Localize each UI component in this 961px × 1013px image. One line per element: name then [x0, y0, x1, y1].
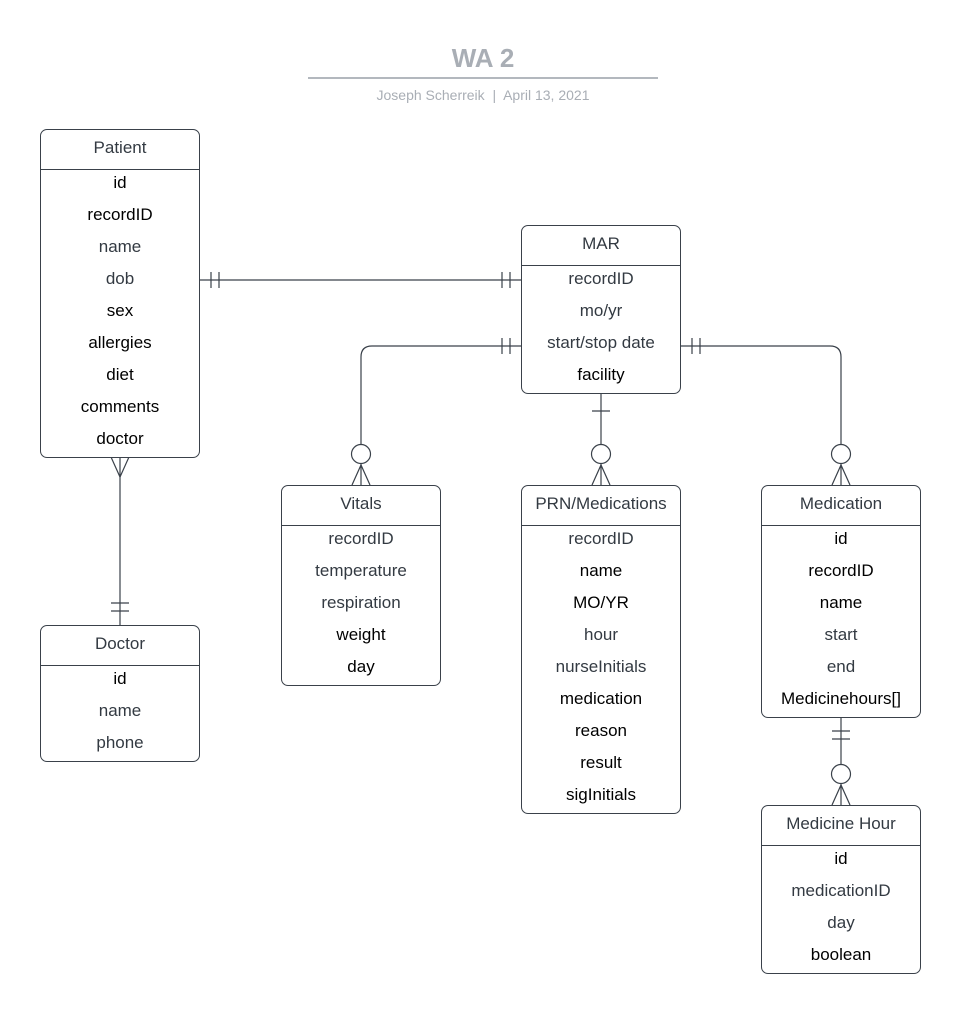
- entity-doctor: Doctor id name phone: [40, 625, 200, 762]
- entity-field: end: [826, 657, 856, 676]
- entity-field: day: [827, 913, 855, 932]
- entity-medicine-hour: Medicine Hour id medicationID day boolea…: [761, 805, 921, 974]
- entity-field: sigInitials: [566, 785, 636, 804]
- entity-field: start/stop date: [547, 333, 655, 352]
- entity-field: name: [98, 701, 142, 720]
- entity-field: recordID: [568, 529, 634, 548]
- entity-field: phone: [96, 733, 144, 752]
- entity-field: Medicinehours[]: [780, 689, 901, 708]
- entity-name: Medication: [762, 486, 920, 526]
- entity-field: recordID: [808, 561, 874, 580]
- entity-vitals: Vitals recordID temperature respiration …: [281, 485, 441, 686]
- entity-field: id: [113, 669, 127, 688]
- entity-field: recordID: [328, 529, 394, 548]
- patient-doctor-relationship: [110, 456, 130, 625]
- entity-field: reason: [575, 721, 627, 740]
- entity-field: id: [113, 173, 127, 192]
- diagram-subtitle: Joseph Scherreik | April 13, 2021: [376, 87, 590, 103]
- entity-field: doctor: [96, 429, 144, 448]
- entity-patient: Patient id recordID name dob sex allergi…: [40, 129, 200, 458]
- entity-name: Patient: [41, 130, 199, 170]
- patient-mar-relationship: [200, 272, 521, 288]
- entity-field: weight: [336, 625, 386, 644]
- entity-field: diet: [106, 365, 134, 384]
- entity-field: recordID: [87, 205, 153, 224]
- entity-field: boolean: [810, 945, 872, 964]
- entity-field: name: [98, 237, 142, 256]
- entity-field: medicationID: [791, 881, 891, 900]
- entity-field: dob: [105, 269, 135, 288]
- entity-field: day: [347, 657, 375, 676]
- entity-field: MO/YR: [573, 593, 629, 612]
- entity-field: temperature: [315, 561, 407, 580]
- mar-medication-relationship: [681, 338, 852, 486]
- entity-name: Medicine Hour: [762, 806, 920, 846]
- diagram-title: WA 2: [451, 43, 515, 73]
- entity-field: recordID: [568, 269, 634, 288]
- entity-field: medication: [559, 689, 643, 708]
- entity-name: Doctor: [41, 626, 199, 666]
- entity-name: PRN/Medications: [522, 486, 680, 526]
- entity-field: mo/yr: [579, 301, 623, 320]
- entity-name: Vitals: [282, 486, 440, 526]
- medication-medicinehour-relationship: [830, 716, 852, 806]
- entity-field: comments: [80, 397, 160, 416]
- entity-field: hour: [583, 625, 619, 644]
- entity-field: result: [580, 753, 622, 772]
- entity-field: facility: [577, 365, 625, 384]
- entity-field: start: [824, 625, 858, 644]
- entity-field: id: [834, 529, 848, 548]
- entity-prn-medications: PRN/Medications recordID name MO/YR hour…: [521, 485, 681, 814]
- mar-prn-relationship: [590, 393, 612, 486]
- entity-field: id: [834, 849, 848, 868]
- entity-medication: Medication id recordID name start end Me…: [761, 485, 921, 718]
- entity-field: nurseInitials: [555, 657, 647, 676]
- title-divider: [308, 77, 658, 79]
- entity-field: name: [579, 561, 623, 580]
- entity-field: sex: [106, 301, 134, 320]
- entity-field: name: [819, 593, 863, 612]
- mar-vitals-relationship: [350, 338, 521, 486]
- entity-field: allergies: [88, 333, 152, 352]
- entity-name: MAR: [522, 226, 680, 266]
- entity-mar: MAR recordID mo/yr start/stop date facil…: [521, 225, 681, 394]
- entity-field: respiration: [321, 593, 401, 612]
